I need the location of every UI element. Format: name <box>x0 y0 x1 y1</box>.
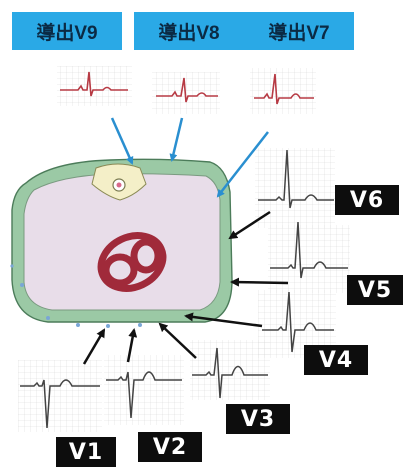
arrow-v1 <box>84 330 104 364</box>
arrow-v8 <box>172 118 182 160</box>
ecg-strip-v3 <box>190 340 270 400</box>
chip-v1: V1 <box>56 437 116 467</box>
chip-v3: V3 <box>226 404 290 434</box>
ecg-strip-v1 <box>18 360 102 432</box>
torso-cross-section <box>10 159 232 328</box>
arrow-v5 <box>232 282 288 283</box>
chip-v3-text: V3 <box>241 407 275 432</box>
chip-v4: V4 <box>304 345 368 375</box>
chip-v2: V2 <box>138 432 202 462</box>
chip-v2-text: V2 <box>153 435 187 460</box>
ecg-strip-v2 <box>104 355 184 425</box>
chip-v5: V5 <box>347 275 403 305</box>
chip-v6: V6 <box>335 185 399 215</box>
ecg-strip-v9 <box>57 66 132 106</box>
chip-v5-text: V5 <box>358 278 392 303</box>
chip-v6-text: V6 <box>350 188 384 213</box>
arrow-v9 <box>112 118 132 163</box>
ecg-strip-v8 <box>152 72 220 114</box>
chip-v4-text: V4 <box>319 348 353 373</box>
chip-v1-text: V1 <box>69 440 103 465</box>
ecg-strip-v7 <box>250 68 316 114</box>
ecg-strip-v6 <box>255 148 335 228</box>
